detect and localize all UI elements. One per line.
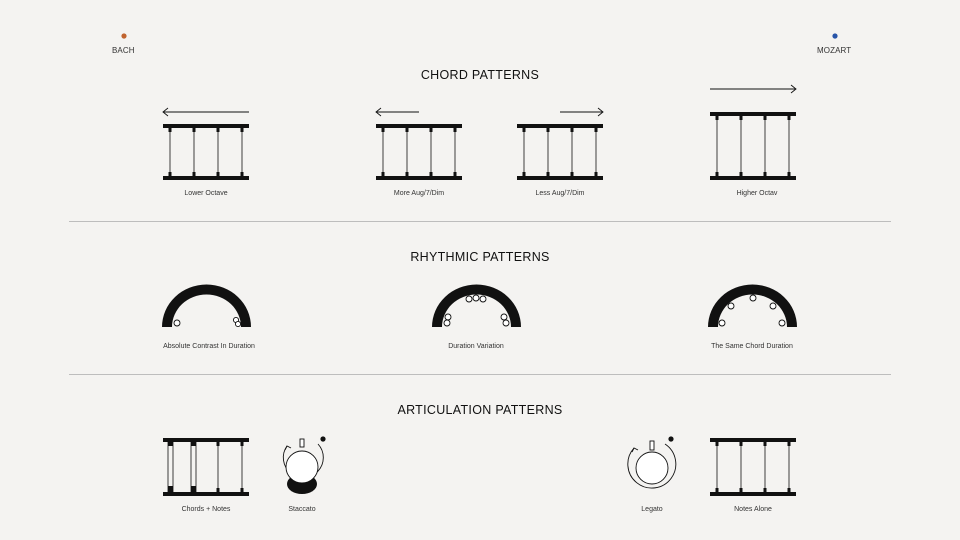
artic-label-staccato: Staccato bbox=[288, 506, 316, 513]
rhythm-label-same-chord: The Same Chord Duration bbox=[711, 343, 793, 350]
timeline: BACH MOZART bbox=[0, 0, 960, 60]
rhythm-label-absolute-contrast: Absolute Contrast In Duration bbox=[163, 343, 255, 350]
artic-label-notes-alone: Notes Alone bbox=[734, 506, 772, 513]
divider-2 bbox=[69, 374, 891, 375]
chord-patterns-diagrams bbox=[162, 84, 797, 180]
chord-label-lower-octave: Lower Octave bbox=[184, 190, 228, 197]
higher-octave-icon bbox=[710, 84, 797, 180]
absolute-contrast-arc-icon bbox=[162, 284, 251, 328]
timeline-gradient-line bbox=[121, 33, 838, 39]
chord-label-more-aug: More Aug/7/Dim bbox=[393, 190, 445, 197]
articulation-patterns-title: ARTICULATION PATTERNS bbox=[397, 403, 563, 417]
timeline-right-label: MOZART bbox=[817, 46, 852, 55]
rhythmic-patterns-title: RHYTHMIC PATTERNS bbox=[410, 250, 550, 264]
rhythm-label-duration-variation: Duration Variation bbox=[448, 343, 504, 350]
artic-label-chords-notes: Chords + Notes bbox=[181, 506, 231, 513]
chord-label-less-aug: Less Aug/7/Dim bbox=[535, 190, 585, 197]
artic-label-legato: Legato bbox=[641, 506, 663, 513]
bach-dot bbox=[121, 33, 127, 39]
articulation-patterns-diagrams bbox=[163, 436, 796, 496]
more-aug-icon bbox=[375, 107, 462, 180]
chord-label-higher-octave: Higher Octav bbox=[736, 190, 778, 197]
staccato-icon bbox=[282, 436, 326, 494]
lower-octave-icon bbox=[162, 107, 249, 180]
less-aug-icon bbox=[517, 107, 604, 180]
ladder-thick-icon bbox=[163, 438, 249, 496]
mozart-dot bbox=[832, 33, 838, 39]
timeline-left-label: BACH bbox=[112, 46, 135, 55]
divider-1 bbox=[69, 221, 891, 222]
ladder-icon bbox=[710, 438, 796, 496]
duration-variation-arc-icon bbox=[432, 284, 521, 327]
same-chord-duration-arc-icon bbox=[708, 284, 797, 327]
rhythmic-patterns-diagrams bbox=[162, 284, 797, 328]
chord-patterns-title: CHORD PATTERNS bbox=[420, 68, 540, 82]
legato-icon bbox=[627, 436, 677, 489]
